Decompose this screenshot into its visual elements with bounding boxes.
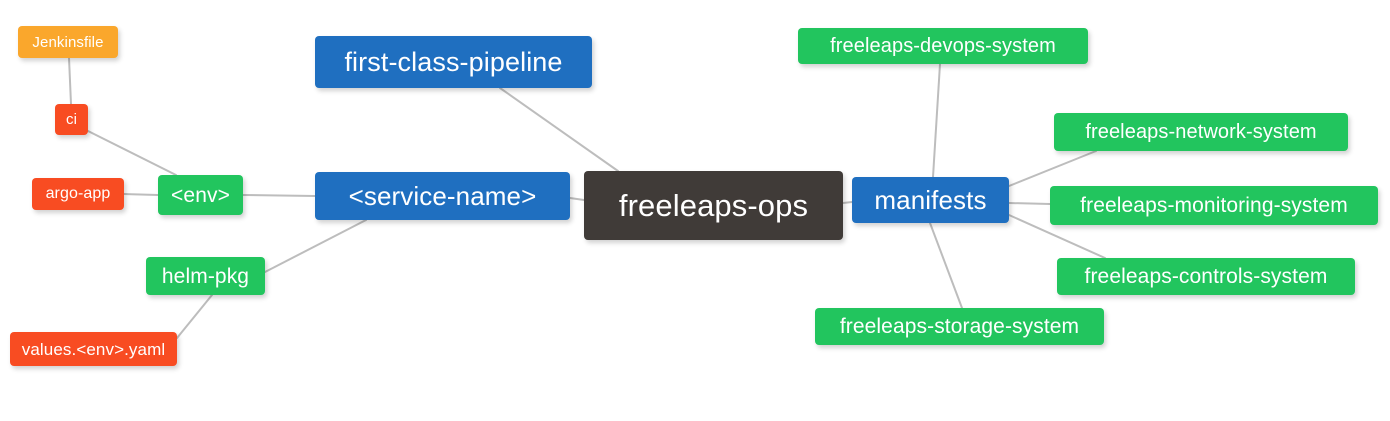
node-first-class-pipeline[interactable]: first-class-pipeline — [315, 36, 592, 88]
edge-pipeline-ops — [499, 87, 619, 172]
node-freeleaps-devops-system[interactable]: freeleaps-devops-system — [798, 28, 1088, 64]
edge-ci-env — [87, 130, 177, 176]
node-service-name[interactable]: <service-name> — [315, 172, 570, 220]
node-ci[interactable]: ci — [55, 104, 88, 135]
node-freeleaps-ops[interactable]: freeleaps-ops — [584, 171, 843, 240]
node-label: values.<env>.yaml — [21, 339, 166, 359]
edge-values-helmpkg — [176, 294, 213, 339]
node-label: freeleaps-storage-system — [839, 315, 1080, 338]
node-label: freeleaps-controls-system — [1084, 265, 1328, 288]
node-label: freeleaps-monitoring-system — [1080, 194, 1348, 217]
node-jenkinsfile[interactable]: Jenkinsfile — [18, 26, 118, 58]
node-freeleaps-network-system[interactable]: freeleaps-network-system — [1054, 113, 1348, 151]
node-label: <service-name> — [348, 181, 537, 211]
edge-manifests-network — [1008, 150, 1097, 187]
edge-ops-manifests — [842, 201, 853, 204]
node-freeleaps-controls-system[interactable]: freeleaps-controls-system — [1057, 258, 1355, 295]
node-label: freeleaps-devops-system — [830, 35, 1056, 57]
node-label: <env> — [171, 183, 230, 207]
node-values-yaml[interactable]: values.<env>.yaml — [10, 332, 177, 366]
node-helm-pkg[interactable]: helm-pkg — [146, 257, 265, 295]
node-env[interactable]: <env> — [158, 175, 243, 215]
edge-argoapp-env — [123, 193, 159, 196]
node-label: first-class-pipeline — [344, 46, 563, 77]
node-label: freeleaps-ops — [618, 188, 809, 223]
edge-env-servicename — [242, 194, 316, 197]
node-label: helm-pkg — [161, 264, 250, 288]
node-label: manifests — [874, 185, 987, 215]
node-label: argo-app — [45, 185, 111, 202]
node-freeleaps-monitoring-system[interactable]: freeleaps-monitoring-system — [1050, 186, 1378, 225]
edge-manifests-monitoring — [1008, 202, 1051, 205]
node-argo-app[interactable]: argo-app — [32, 178, 124, 210]
edge-manifests-devops — [932, 63, 941, 178]
edge-jenkinsfile-ci — [68, 57, 72, 105]
edge-servicename-ops — [569, 197, 585, 201]
edge-helmpkg-servicename — [264, 219, 367, 273]
node-label: freeleaps-network-system — [1085, 121, 1317, 143]
node-manifests[interactable]: manifests — [852, 177, 1009, 223]
node-label: ci — [65, 111, 78, 128]
edge-manifests-storage — [929, 222, 963, 309]
node-freeleaps-storage-system[interactable]: freeleaps-storage-system — [815, 308, 1104, 345]
node-label: Jenkinsfile — [32, 33, 104, 51]
